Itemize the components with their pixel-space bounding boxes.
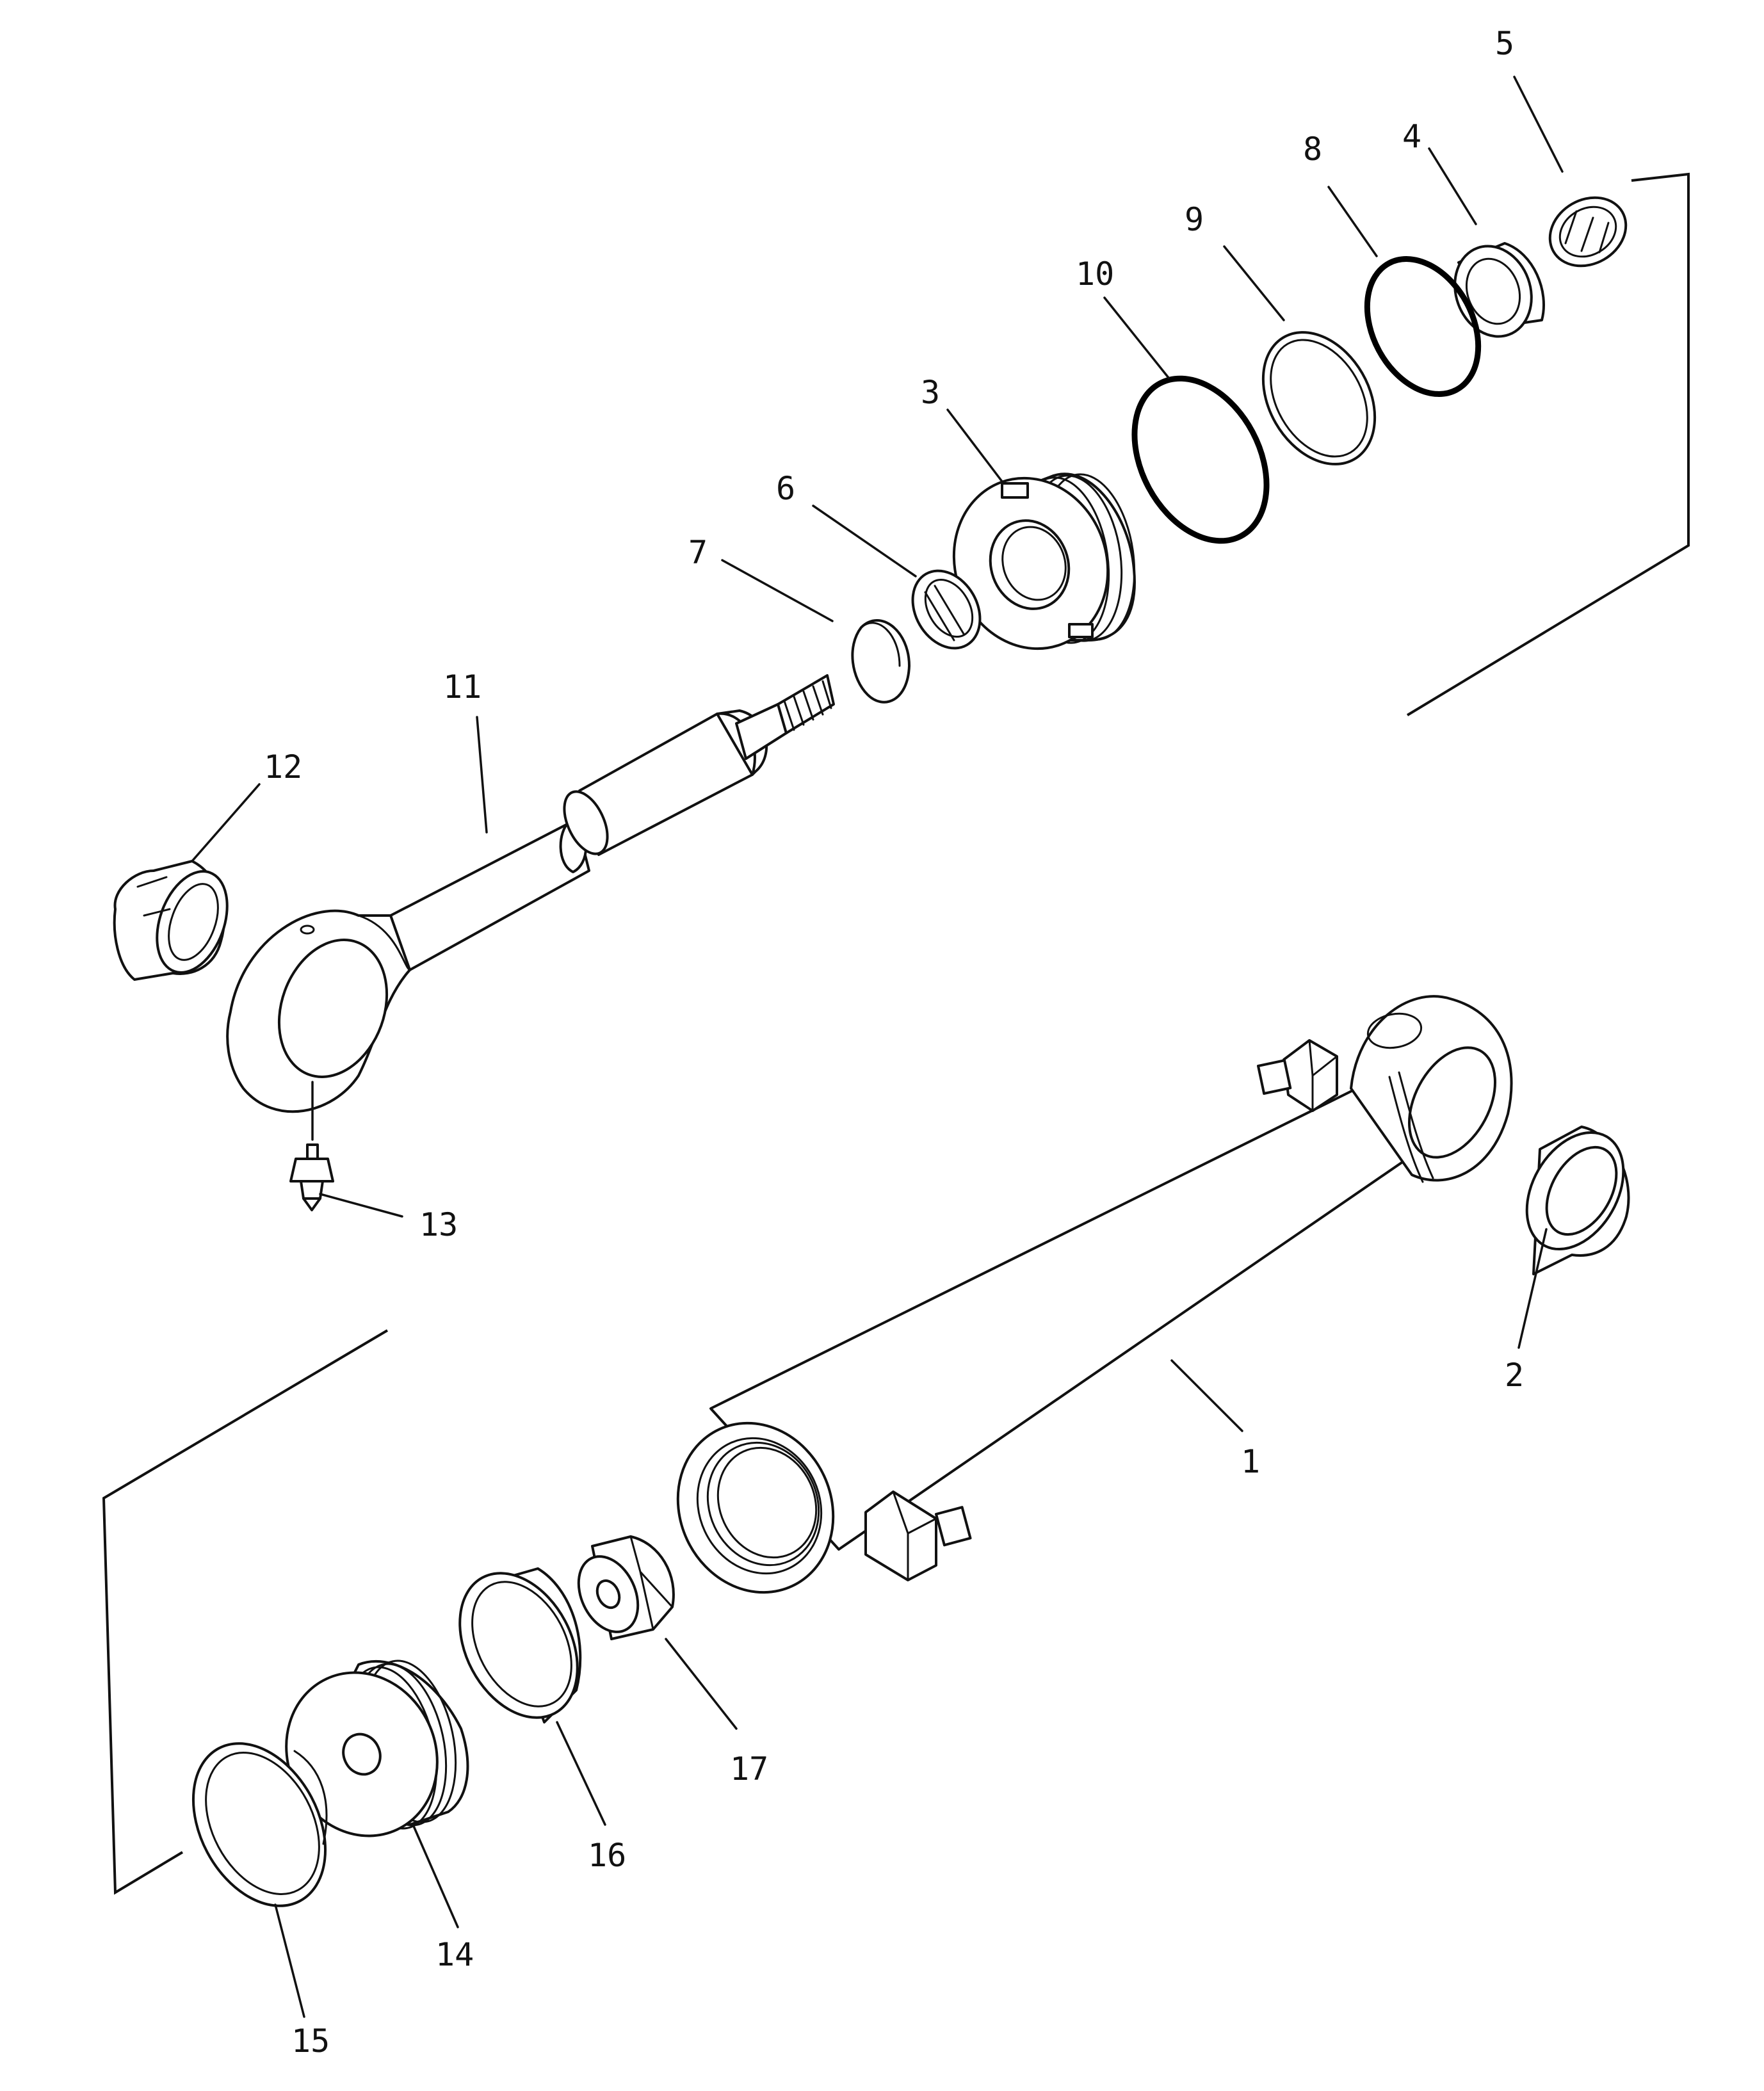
leader-17 <box>665 1638 738 1730</box>
leader-9 <box>1223 245 1285 321</box>
callout-16: 16 <box>588 1837 626 1874</box>
cylinder-tube <box>676 995 1513 1594</box>
o-ring-large <box>1364 256 1482 397</box>
piston-nut <box>577 1535 675 1640</box>
leader-11 <box>476 716 488 834</box>
leader-5 <box>1513 76 1564 173</box>
lower-group-bracket <box>102 1329 389 1895</box>
snap-ring <box>851 619 910 704</box>
callout-17: 17 <box>730 1750 768 1788</box>
callout-7: 7 <box>688 534 708 571</box>
leader-15 <box>274 1903 305 2018</box>
callout-13: 13 <box>419 1206 458 1243</box>
leader-14 <box>412 1823 459 1928</box>
callout-14: 14 <box>435 1936 474 1973</box>
wiper-seal <box>911 569 982 650</box>
bushing-rod-end <box>113 860 229 981</box>
leader-1 <box>1170 1359 1243 1432</box>
callout-labels: 1 2 3 4 5 6 7 8 9 10 11 12 13 14 15 16 1… <box>264 25 1524 2060</box>
leader-3 <box>946 408 1003 483</box>
backup-ring <box>1261 331 1377 465</box>
callout-1: 1 <box>1241 1443 1260 1480</box>
leader-8 <box>1327 186 1378 257</box>
leader-16 <box>556 1721 606 1826</box>
callout-12: 12 <box>264 748 302 786</box>
leader-2 <box>1517 1228 1548 1349</box>
callout-4: 4 <box>1402 118 1421 155</box>
callout-11: 11 <box>443 668 481 706</box>
leader-10 <box>1103 296 1170 379</box>
callout-15: 15 <box>291 2022 330 2060</box>
rod-thread <box>777 674 835 734</box>
grease-fitting <box>289 1143 334 1211</box>
o-ring-head <box>1131 375 1270 544</box>
leader-7 <box>721 559 834 622</box>
bushing-rear <box>1525 1126 1630 1275</box>
leader-13 <box>319 1193 403 1218</box>
callout-5: 5 <box>1495 25 1514 62</box>
cylinder-head <box>952 472 1136 650</box>
leader-6 <box>812 505 917 577</box>
callout-2: 2 <box>1505 1357 1524 1394</box>
upper-group-bracket <box>1406 172 1690 716</box>
callout-6: 6 <box>776 470 795 507</box>
callout-3: 3 <box>921 374 940 411</box>
leader-12 <box>191 783 261 862</box>
wear-ring <box>191 1742 328 1907</box>
piston-rod <box>226 674 835 1113</box>
piston-ring <box>458 1567 582 1724</box>
callout-9: 9 <box>1185 201 1204 238</box>
callout-10: 10 <box>1076 255 1114 293</box>
leader-4 <box>1428 147 1477 225</box>
rod-seal-ring <box>1548 196 1628 268</box>
leader-lines <box>191 76 1564 2018</box>
callout-8: 8 <box>1303 131 1322 168</box>
